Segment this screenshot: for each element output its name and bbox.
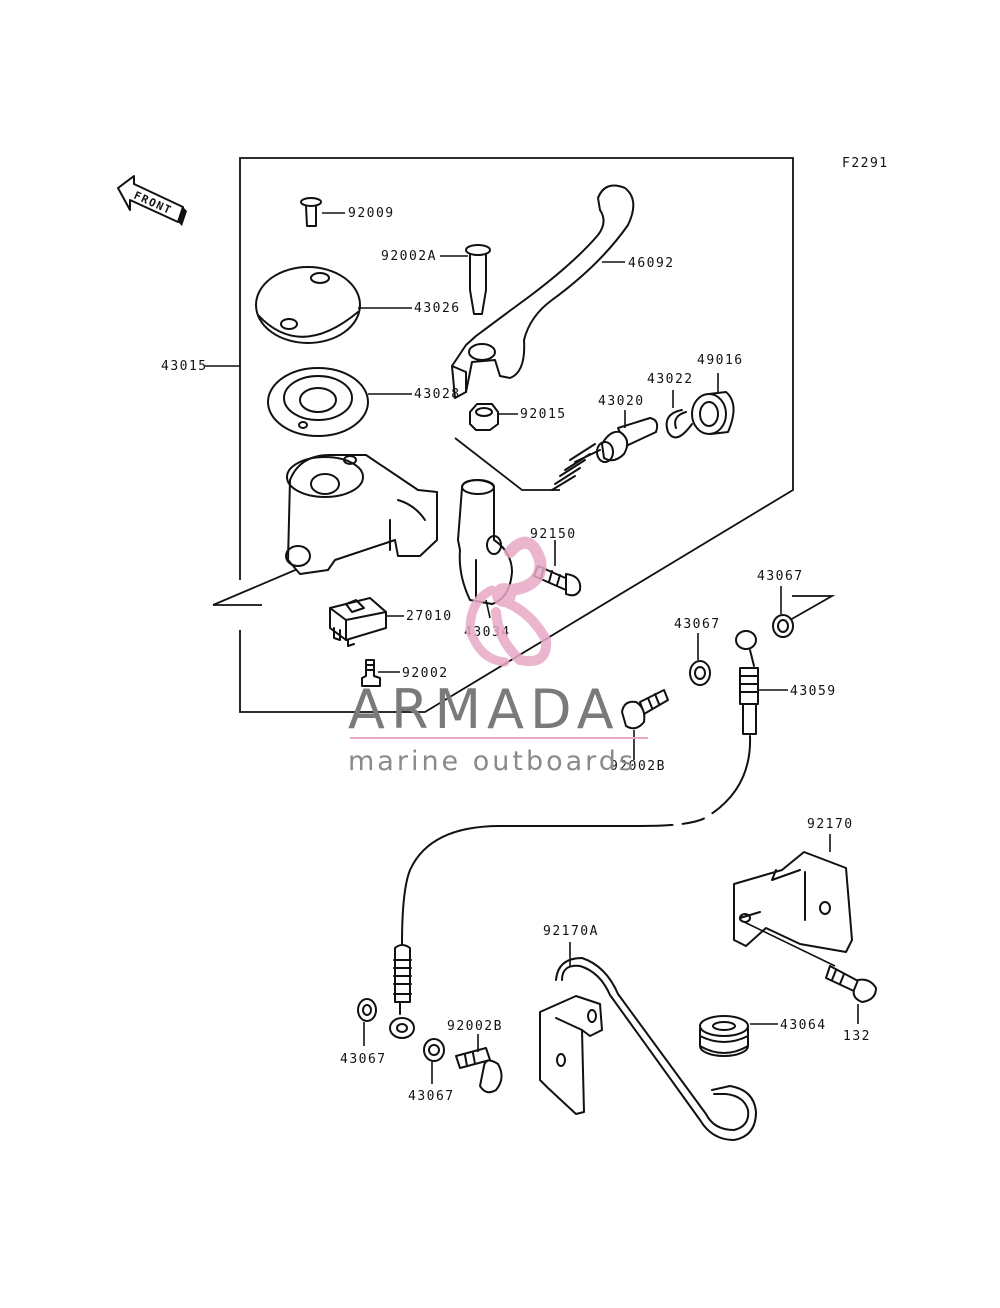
bolt-132: [825, 965, 877, 1024]
master-cylinder-body: [285, 454, 438, 575]
dust-boot-49016: [691, 373, 735, 435]
piston-assembly-43020: [551, 410, 659, 491]
figure-code: F2291: [842, 156, 889, 171]
label-46092: 46092: [628, 256, 675, 271]
washer-43067-lower-left: [357, 998, 377, 1046]
guide-line-right: [789, 595, 836, 621]
label-43026: 43026: [414, 301, 461, 316]
bolt-92002A: [440, 244, 491, 315]
label-92150: 92150: [530, 527, 577, 542]
switch-27010: [329, 597, 404, 647]
armada-watermark: ARMADA marine outboards: [348, 536, 648, 777]
label-43015: 43015: [161, 359, 208, 374]
label-43067-upper: 43067: [757, 569, 804, 584]
label-43067-middle: 43067: [674, 617, 721, 632]
label-43067-lower-left: 43067: [340, 1052, 387, 1067]
diaphragm-43028: [267, 367, 412, 437]
washer-43067-upper: [772, 586, 794, 638]
label-92170: 92170: [807, 817, 854, 832]
assembly-frame: [205, 157, 794, 713]
washer-43067-middle: [689, 633, 711, 686]
label-43028: 43028: [414, 387, 461, 402]
label-43059: 43059: [790, 684, 837, 699]
label-132: 132: [843, 1029, 871, 1044]
label-92002A: 92002A: [381, 249, 437, 264]
label-27010: 27010: [406, 609, 453, 624]
label-43022: 43022: [647, 372, 694, 387]
bracket-92170A: [539, 942, 757, 1141]
front-arrow-icon: FRONT: [117, 175, 187, 226]
label-49016: 49016: [697, 353, 744, 368]
label-92170A: 92170A: [543, 924, 599, 939]
grommet-43064: [699, 1015, 778, 1057]
watermark-title: ARMADA: [348, 678, 620, 741]
washer-43067-lower-middle: [423, 1038, 445, 1084]
screw-92002: [361, 659, 400, 687]
brake-hose-line: [401, 735, 752, 945]
label-92002B-upper: 92002B: [610, 759, 666, 774]
label-92009: 92009: [348, 206, 395, 221]
banjo-bolt-92002B-upper: [621, 689, 669, 760]
banjo-bolt-92002B-lower: [455, 1034, 503, 1094]
label-92002: 92002: [402, 666, 449, 681]
assembly-guide-lines: [454, 437, 560, 491]
propeller-logo-icon: [465, 536, 552, 667]
bracket-92170: [733, 834, 853, 967]
circlip-43022: [665, 390, 693, 439]
brake-hose-43059-upper: [735, 630, 788, 735]
label-92015: 92015: [520, 407, 567, 422]
watermark-subtitle: marine outboards: [348, 746, 636, 777]
label-92002B-lower: 92002B: [447, 1019, 503, 1034]
screw-92009: [300, 197, 345, 227]
label-43064: 43064: [780, 1018, 827, 1033]
holder-43034: [457, 479, 513, 619]
reservoir-cap-43026: [255, 266, 412, 344]
label-43067-lower-middle: 43067: [408, 1089, 455, 1104]
nut-92015: [469, 403, 518, 431]
label-43020: 43020: [598, 394, 645, 409]
brake-hose-43059-lower: [389, 944, 415, 1039]
brake-lever-46092: [451, 184, 635, 399]
